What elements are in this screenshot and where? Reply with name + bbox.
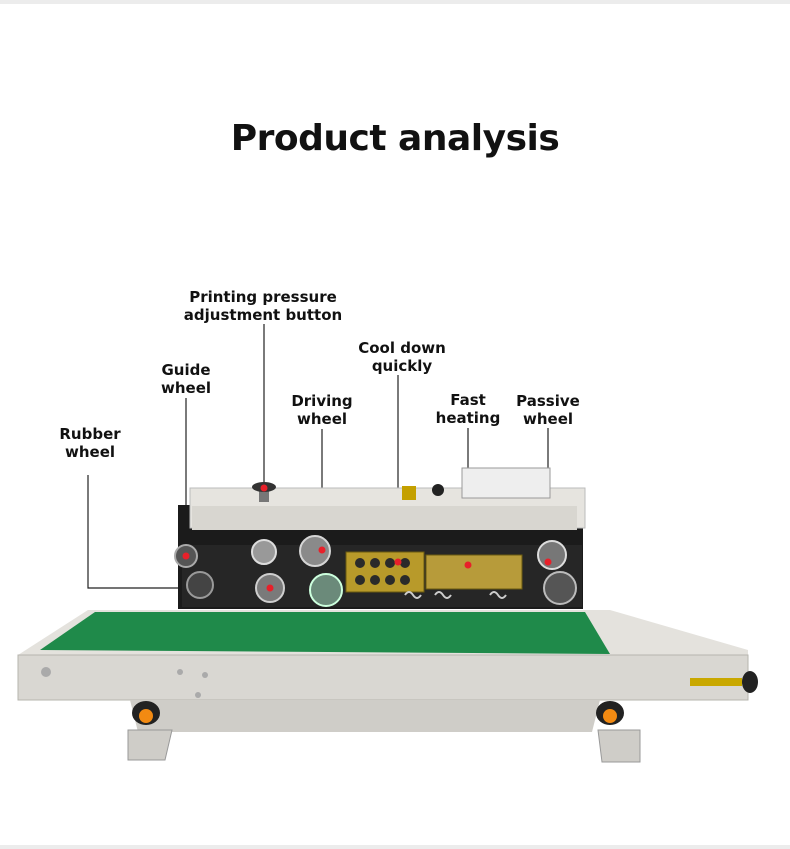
label-rubber-wheel: Rubber wheel (59, 425, 121, 461)
conveyor-belt (40, 612, 610, 654)
temperature-knob (432, 484, 444, 496)
conveyor (17, 610, 758, 763)
label-printing-pressure: Printing pressure adjustment button (183, 288, 343, 324)
label-driving-wheel: Driving wheel (291, 392, 353, 428)
part-markers (182, 484, 552, 592)
page-title: Product analysis (230, 118, 560, 159)
label-fast-heating: Fast heating (435, 391, 501, 427)
label-passive-wheel: Passive wheel (516, 392, 580, 428)
passive-wheel (537, 540, 567, 570)
heating-block (425, 554, 523, 590)
bottom-divider (0, 845, 790, 849)
tension-knob (742, 671, 758, 693)
left-leg (127, 729, 173, 761)
driving-wheel (299, 535, 331, 567)
cooling-block (345, 551, 425, 593)
right-leg (597, 729, 641, 763)
label-guide-wheel: Guide wheel (160, 361, 212, 397)
adjust-rod (690, 678, 742, 686)
printing-block (461, 467, 551, 499)
rubber-wheel (186, 571, 214, 599)
switch-icon (402, 486, 416, 500)
wheel-mechanism (174, 535, 582, 607)
leader-rubber-wheel (87, 475, 190, 589)
label-cool-down: Cool down quickly (358, 339, 446, 375)
top-divider (0, 0, 790, 4)
